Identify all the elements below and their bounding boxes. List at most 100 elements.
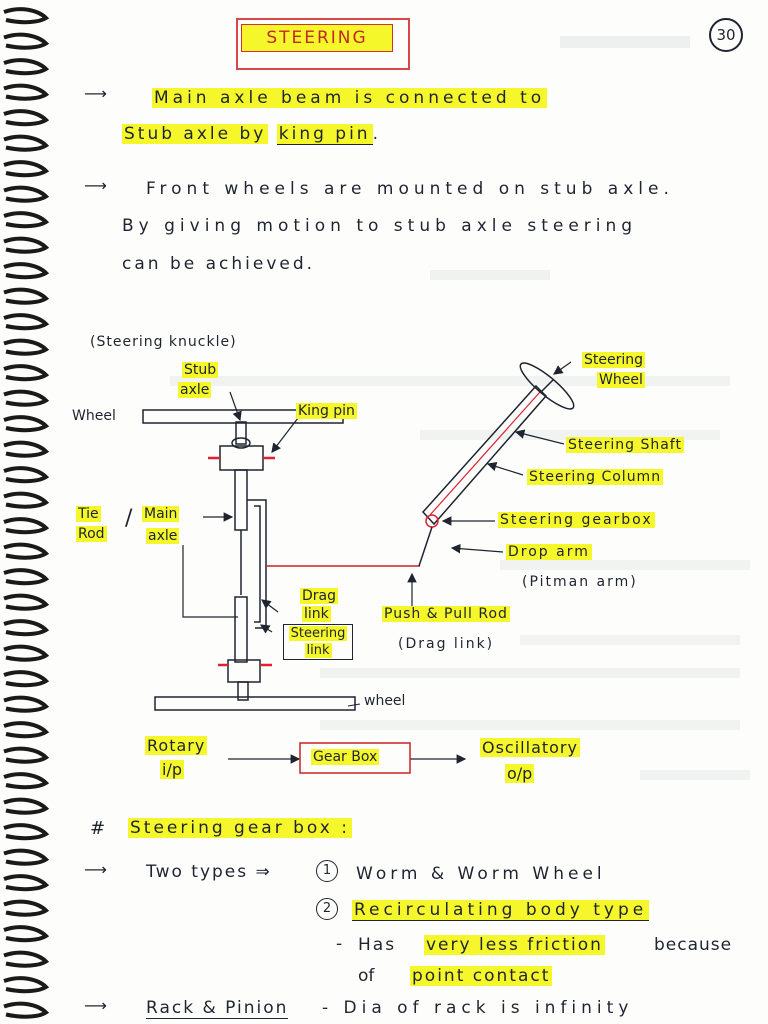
arrow-right-icon: ⟶ — [84, 84, 107, 103]
label-stub-axle: axle — [178, 382, 212, 398]
binding-coil — [3, 7, 50, 25]
flow-rotary: Rotary — [145, 736, 208, 755]
label-link: link — [302, 606, 331, 622]
knuckle-caption: (Steering knuckle) — [90, 334, 237, 350]
bleed-through — [560, 36, 690, 48]
binding-coil — [3, 899, 50, 917]
binding-coil — [3, 721, 50, 739]
number-2-circle: 2 — [316, 898, 338, 920]
steering-wheel-shape — [519, 362, 575, 410]
label-steering-link-2: link — [304, 643, 332, 658]
binding-coil — [3, 58, 50, 76]
binding-coil — [3, 695, 50, 713]
binding-coil — [3, 440, 50, 458]
binding-coil — [3, 364, 50, 382]
label-pitman-arm: (Pitman arm) — [522, 574, 638, 590]
label-drag: Drag — [300, 588, 339, 604]
binding-coil — [3, 491, 50, 509]
binding-coil — [3, 797, 50, 815]
binding-coil — [3, 976, 50, 994]
binding-coil — [3, 542, 50, 560]
arrow-right-icon: ⟶ — [84, 860, 107, 879]
flow-op: o/p — [505, 764, 535, 783]
label-tie: Tie — [76, 506, 101, 522]
page-number: 30 — [709, 18, 743, 52]
title-frame — [236, 18, 410, 70]
label-push-pull-rod: Push & Pull Rod — [382, 606, 510, 622]
para2-line-2: By giving motion to stub axle steering — [122, 216, 638, 236]
point-of: of — [358, 966, 375, 986]
label-steering-link-1: Steering — [288, 626, 348, 641]
label-drag-link-paren: (Drag link) — [398, 636, 495, 652]
para2-line-3: can be achieved. — [122, 254, 316, 274]
spiral-binding — [3, 7, 50, 1019]
binding-coil — [3, 109, 50, 127]
gearbox-heading: Steering gear box : — [128, 818, 352, 838]
intro-line-2: Stub axle by king pin. — [122, 124, 381, 145]
bleed-through — [420, 430, 720, 440]
label-steering-wheel-2: Wheel — [597, 372, 645, 388]
intro-line-1: Main axle beam is connected to — [152, 88, 548, 108]
page-title: STEERING — [241, 24, 393, 52]
binding-coil — [3, 746, 50, 764]
label-main: Main — [142, 506, 180, 522]
bleed-through — [170, 376, 730, 386]
binding-coil — [3, 568, 50, 586]
slash-divider: / — [125, 506, 133, 531]
type-2: Recirculating body type — [352, 900, 650, 921]
label-steering-shaft: Steering Shaft — [566, 437, 684, 453]
bleed-through — [640, 770, 750, 780]
flow-ip: i/p — [160, 760, 184, 779]
binding-coil — [3, 823, 50, 841]
king-pin-text: king pin — [276, 124, 373, 145]
label-steering-column: Steering Column — [527, 469, 664, 485]
binding-coil — [3, 772, 50, 790]
binding-coil — [3, 236, 50, 254]
binding-coil — [3, 32, 50, 50]
binding-coil — [3, 517, 50, 535]
label-main-axle: axle — [146, 528, 180, 544]
type-1: Worm & Worm Wheel — [356, 864, 606, 884]
label-steering-gearbox: Steering gearbox — [498, 512, 655, 528]
rack-desc: - Dia of rack is infinity — [322, 998, 634, 1018]
binding-coil — [3, 670, 50, 688]
friction-because: because — [654, 935, 733, 955]
bleed-through — [520, 635, 740, 645]
binding-coil — [3, 644, 50, 662]
binding-coil — [3, 950, 50, 968]
bleed-through — [430, 270, 550, 280]
knuckle-bottom-shape — [227, 659, 261, 683]
binding-coil — [3, 185, 50, 203]
label-drop-arm: Drop arm — [506, 544, 592, 560]
binding-coil — [3, 874, 50, 892]
knuckle-top-shape — [219, 445, 264, 471]
heading-hash: # — [90, 818, 106, 839]
binding-coil — [3, 160, 50, 178]
arrow-right-icon: ⟶ — [84, 996, 107, 1015]
types-label: Two types ⇒ — [146, 862, 272, 882]
label-king-pin: King pin — [296, 403, 357, 419]
binding-coil — [3, 83, 50, 101]
binding-coil — [3, 619, 50, 637]
label-stub: Stub — [182, 362, 219, 378]
number-1-circle: 1 — [316, 860, 338, 882]
arrow-right-icon: ⟶ — [84, 176, 107, 195]
binding-coil — [3, 313, 50, 331]
binding-coil — [3, 389, 50, 407]
bleed-through — [320, 668, 740, 678]
rack-pinion: Rack & Pinion — [146, 998, 289, 1019]
binding-coil — [3, 415, 50, 433]
binding-coil — [3, 466, 50, 484]
binding-coil — [3, 1001, 50, 1019]
bleed-through — [320, 720, 740, 730]
label-rod: Rod — [76, 526, 107, 542]
binding-coil — [3, 211, 50, 229]
binding-coil — [3, 848, 50, 866]
binding-coil — [3, 925, 50, 943]
friction-highlight: very less friction — [424, 935, 605, 955]
point-contact: point contact — [410, 966, 553, 986]
label-wheel-top: Wheel — [72, 408, 116, 424]
friction-has: Has — [358, 935, 397, 955]
